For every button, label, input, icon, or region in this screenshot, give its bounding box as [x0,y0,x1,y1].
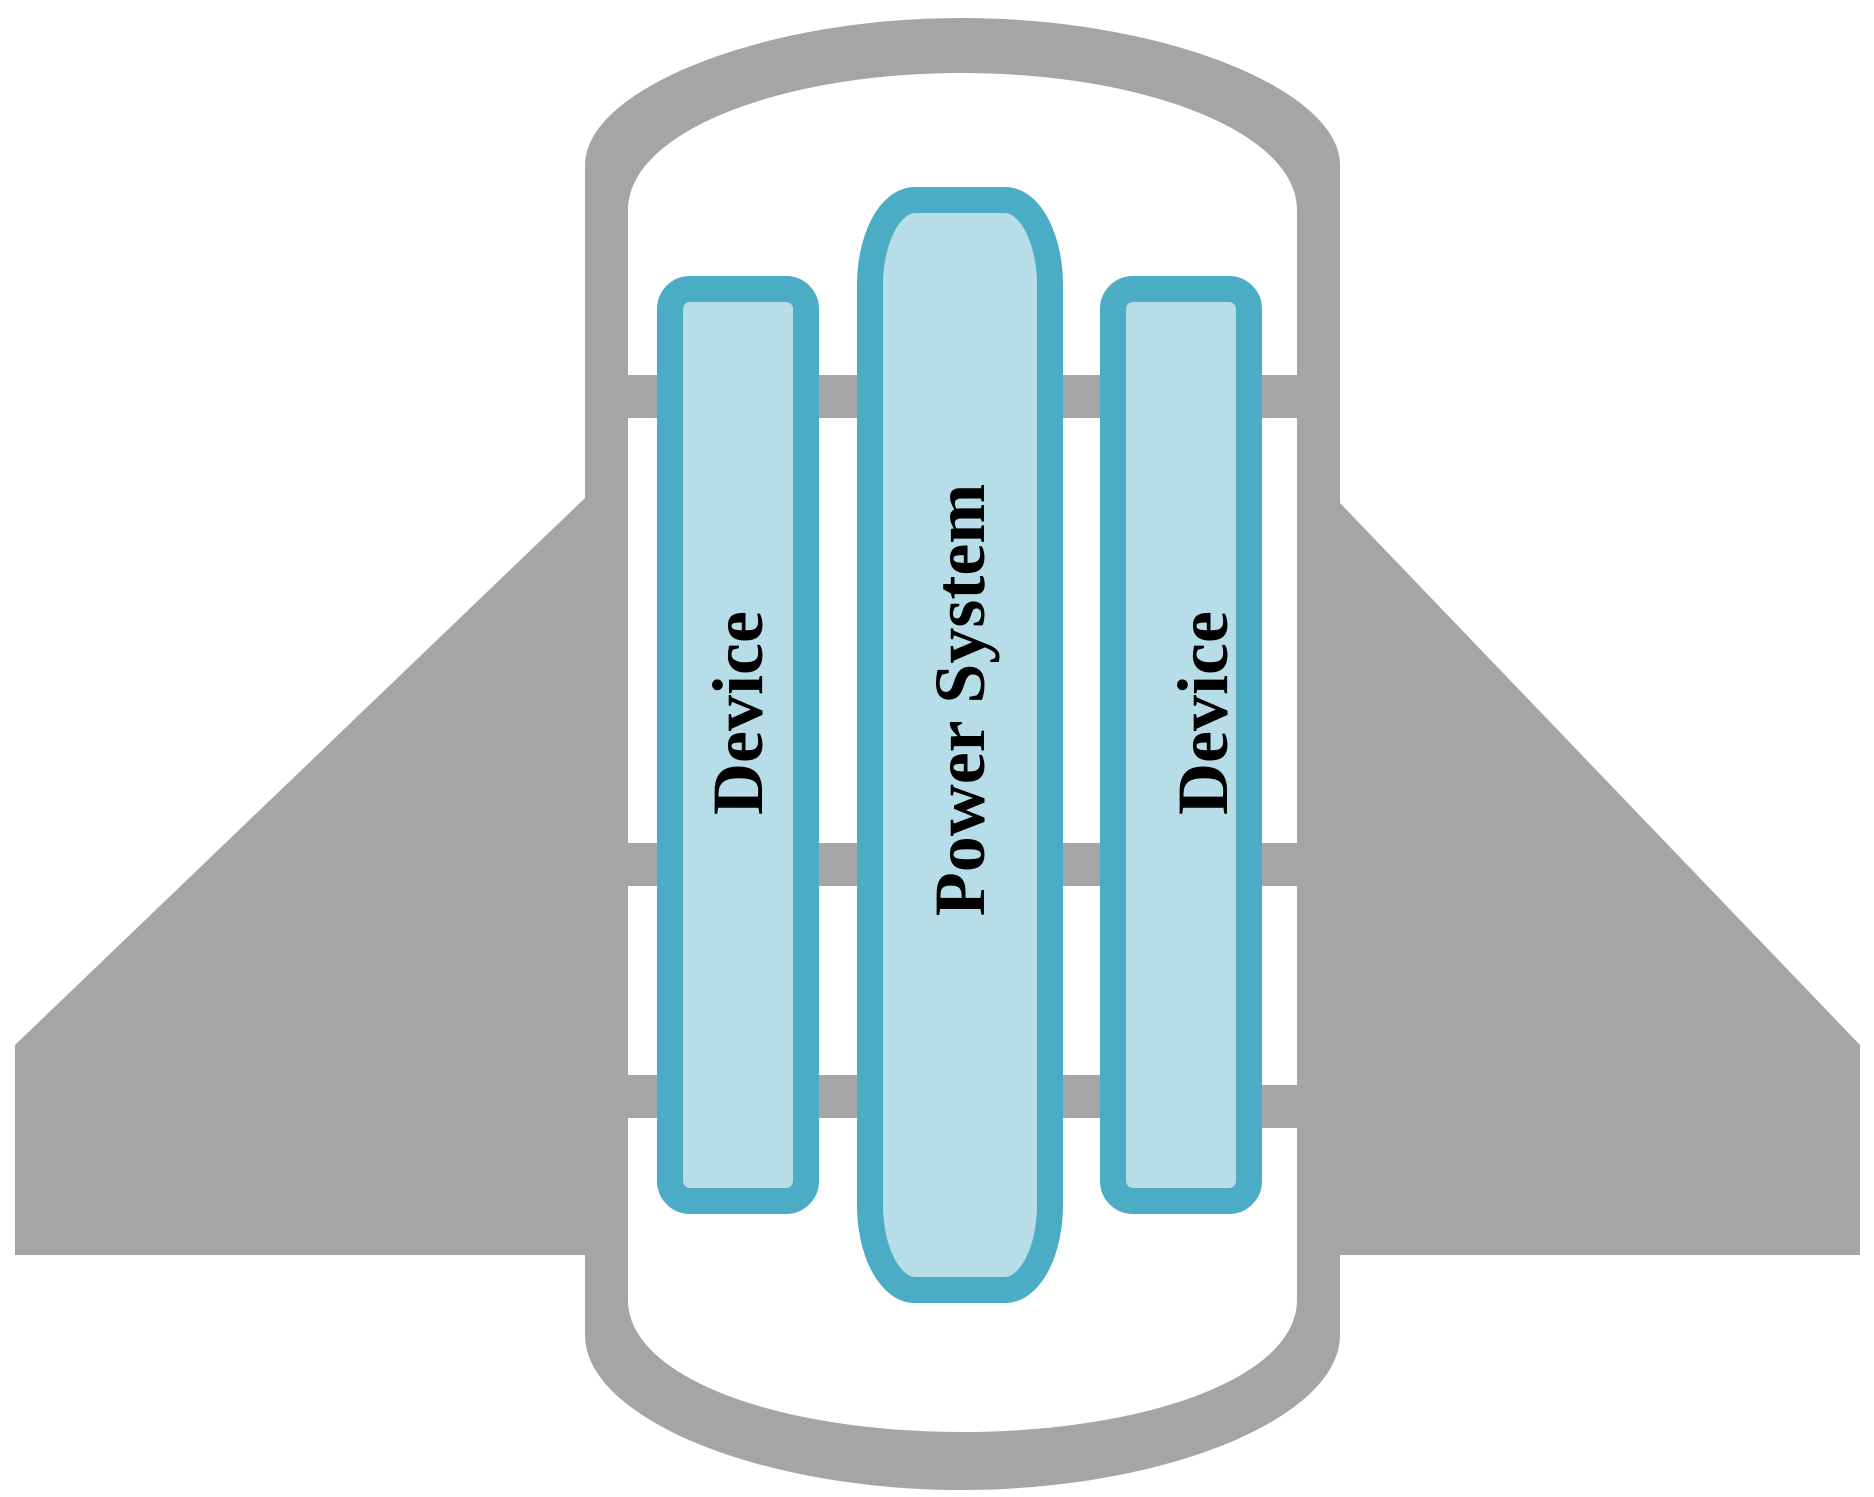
connector-tab [1257,375,1297,418]
power-system-module: Power System [857,187,1063,1303]
left-device-box [657,276,819,1214]
power-system-box [857,187,1063,1303]
right-device-label: Device [1163,611,1243,815]
right-wing [1340,503,1860,1255]
connector-tab [1257,1085,1297,1128]
power-system-label: Power System [920,484,1000,917]
left-device-module: Device [657,276,819,1214]
left-wing [15,498,585,1255]
right-device-module: Device [1100,276,1262,1214]
left-device-label: Device [698,611,778,815]
right-device-box [1100,276,1262,1214]
connector-tab [1257,843,1297,886]
